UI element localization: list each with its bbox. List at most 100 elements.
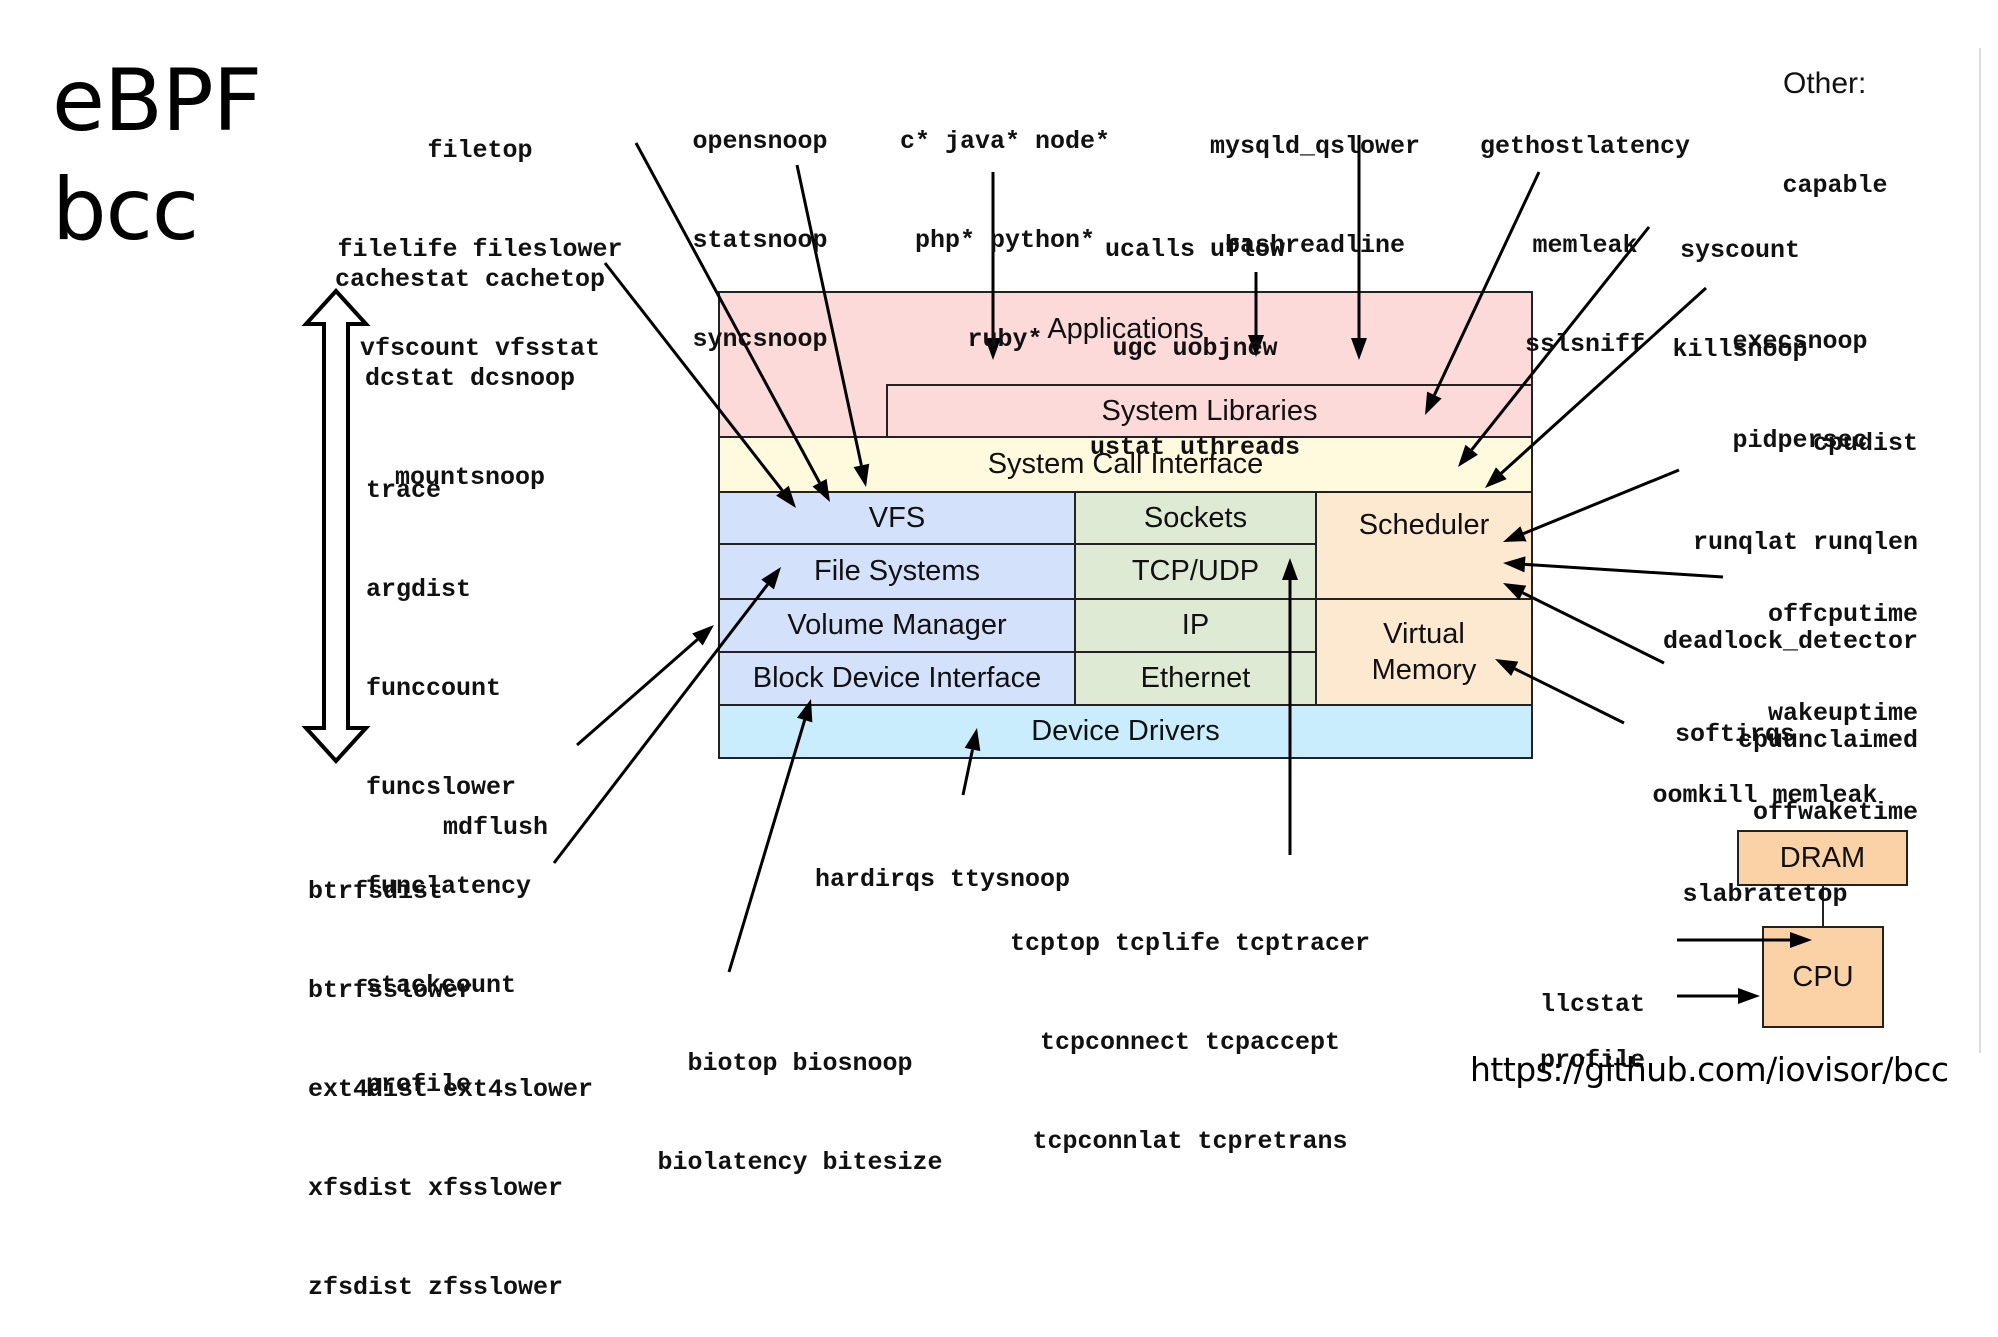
- tool-line: offwaketime: [1752, 798, 1918, 827]
- tool-line: btrfsslower: [308, 976, 474, 1005]
- arrow-mdflush-to-volume-manager: [576, 625, 714, 747]
- tool-line: argdist: [366, 575, 472, 604]
- hardware-dram-label: DRAM: [1779, 841, 1866, 874]
- layer-block-device-interface[interactable]: Block Device Interface: [718, 651, 1076, 706]
- tool-line: wakeuptime: [1767, 699, 1918, 728]
- tools-ucalls: ucalls uflow ugc uobjnew ustat uthreads: [1065, 167, 1325, 497]
- layer-device-drivers-label: Device Drivers: [1031, 715, 1220, 748]
- tool-line: mdflush: [443, 813, 549, 842]
- tool-line: tcpconnlat tcpretrans: [1032, 1127, 1348, 1156]
- tool-line: tcptop tcplife tcptracer: [1009, 929, 1371, 958]
- tool-line: offcputime: [1767, 600, 1918, 629]
- tools-other: capable: [1760, 103, 1910, 235]
- tools-multi-layer: trace argdist funccount funcslower funcl…: [366, 408, 531, 1134]
- tool-line: cpuunclaimed: [1737, 726, 1918, 755]
- layer-ethernet-label: Ethernet: [1140, 662, 1251, 695]
- layer-tcp-udp[interactable]: TCP/UDP: [1074, 543, 1317, 600]
- tool-line: filelife fileslower: [337, 235, 623, 264]
- tool-line: xfsdist xfsslower: [308, 1174, 564, 1203]
- source-url-link[interactable]: https://github.com/iovisor/bcc: [1470, 1050, 1949, 1089]
- tools-irq: hardirqs ttysnoop: [815, 797, 1070, 929]
- tool-line: runqlat runqlen: [1692, 528, 1918, 557]
- layer-file-systems[interactable]: File Systems: [718, 543, 1076, 600]
- tools-cpu-sched: cpudist runqlat runqlen deadlock_detecto…: [1600, 361, 1918, 790]
- tool-line: stackcount: [366, 971, 517, 1000]
- layer-sockets[interactable]: Sockets: [1074, 491, 1317, 545]
- tools-offcpu: offcputime wakeuptime offwaketime: [1700, 532, 1918, 862]
- tool-line: capable: [1782, 171, 1888, 200]
- arrow-mdflush-to-volume-manager-shaft: [576, 638, 699, 747]
- arrow-profile-to-cpu: [1677, 988, 1760, 1004]
- layer-applications-label: Applications: [1047, 313, 1204, 345]
- tool-line: slabratetop: [1682, 880, 1848, 909]
- tool-line: zfsdist zfsslower: [308, 1273, 564, 1302]
- tools-file: filetop filelife fileslower vfscount vfs…: [310, 68, 650, 398]
- tools-block-io: biotop biosnoop biolatency bitesize: [630, 981, 970, 1212]
- layer-volume-manager[interactable]: Volume Manager: [718, 598, 1076, 653]
- tool-line: dcstat dcsnoop: [364, 364, 576, 393]
- tool-line: statsnoop: [692, 226, 828, 255]
- tool-line: filetop: [427, 136, 533, 165]
- layer-scheduler-label: Scheduler: [1358, 509, 1490, 541]
- arrow-profile-to-cpu-head: [1738, 988, 1760, 1004]
- tools-snoop: opensnoop statsnoop syncsnoop: [660, 59, 860, 389]
- tool-line: syncsnoop: [692, 325, 828, 354]
- tool-line: funccount: [366, 674, 502, 703]
- tool-line: gethostlatency: [1479, 132, 1691, 161]
- tool-line: cachestat cachetop: [334, 265, 606, 294]
- tools-memory: oomkill memleak slabratetop: [1630, 713, 1900, 944]
- tool-line: profile: [1540, 1046, 1646, 1075]
- tools-fs-specific: btrfsdist btrfsslower ext4dist ext4slowe…: [308, 809, 593, 1337]
- tool-line: trace: [366, 476, 442, 505]
- layer-ip[interactable]: IP: [1074, 598, 1317, 653]
- layer-vfs-label: VFS: [868, 501, 926, 534]
- tool-line: sslsniff: [1524, 330, 1646, 359]
- layer-scheduler[interactable]: Scheduler: [1315, 491, 1533, 600]
- tool-line: profile: [366, 1070, 472, 1099]
- layer-tcp-udp-label: TCP/UDP: [1131, 555, 1260, 588]
- tool-line: bashreadline: [1224, 231, 1406, 260]
- tools-cache: cachestat cachetop dcstat dcsnoop mounts…: [300, 197, 640, 527]
- tools-tcp: tcptop tcplife tcptracer tcpconnect tcpa…: [980, 861, 1400, 1191]
- tool-line: biolatency bitesize: [657, 1148, 943, 1177]
- tool-line: mysqld_qslower: [1209, 132, 1421, 161]
- tool-line: opensnoop: [692, 127, 828, 156]
- layer-ethernet[interactable]: Ethernet: [1074, 651, 1317, 706]
- tool-line: llcstat: [1540, 990, 1646, 1019]
- title-bcc: bcc: [52, 160, 199, 260]
- layer-system-libraries-label: System Libraries: [1101, 394, 1318, 427]
- tool-line: pidpersec: [1732, 426, 1868, 455]
- layer-system-call-interface-label: System Call Interface: [987, 448, 1264, 481]
- tools-llcstat: llcstat: [1540, 922, 1645, 1054]
- tools-exec: execsnoop pidpersec: [1700, 259, 1900, 490]
- tools-app-specific: mysqld_qslower bashreadline: [1185, 64, 1445, 295]
- hardware-cpu[interactable]: CPU: [1762, 926, 1884, 1028]
- tool-line: biotop biosnoop: [687, 1049, 913, 1078]
- title-ebpf: eBPF: [52, 51, 262, 151]
- tools-libs: gethostlatency memleak sslsniff: [1465, 64, 1705, 394]
- tool-line: ruby*: [967, 325, 1043, 354]
- tool-line: execsnoop: [1732, 327, 1868, 356]
- hardware-cpu-label: CPU: [1792, 960, 1854, 993]
- layer-volume-manager-label: Volume Manager: [787, 609, 1007, 642]
- tools-syscount: syscount killsnoop: [1650, 168, 1830, 399]
- layer-vfs[interactable]: VFS: [718, 491, 1076, 545]
- hardware-dram[interactable]: DRAM: [1737, 830, 1908, 886]
- tools-cpu-profile: profile: [1540, 978, 1645, 1110]
- layer-file-systems-label: File Systems: [814, 555, 980, 588]
- tool-line: ustat uthreads: [1089, 433, 1301, 462]
- tool-line: php* python*: [914, 226, 1096, 255]
- tool-line: hardirqs ttysnoop: [815, 865, 1071, 894]
- other-heading: Other:: [1783, 67, 1867, 100]
- layer-device-drivers[interactable]: Device Drivers: [718, 704, 1533, 759]
- tool-line: btrfsdist: [308, 877, 444, 906]
- tool-line: syscount: [1679, 236, 1801, 265]
- layer-virtual-memory[interactable]: Virtual Memory: [1315, 598, 1533, 706]
- layer-block-device-interface-label: Block Device Interface: [752, 662, 1042, 695]
- tool-line: softirqs: [1675, 720, 1796, 749]
- tools-softirqs: softirqs: [1675, 652, 1795, 784]
- arrow-mdflush-to-volume-manager-head: [692, 625, 714, 646]
- tool-line: killsnoop: [1672, 335, 1808, 364]
- tools-mdflush: mdflush: [443, 745, 548, 877]
- layer-ip-label: IP: [1181, 609, 1210, 642]
